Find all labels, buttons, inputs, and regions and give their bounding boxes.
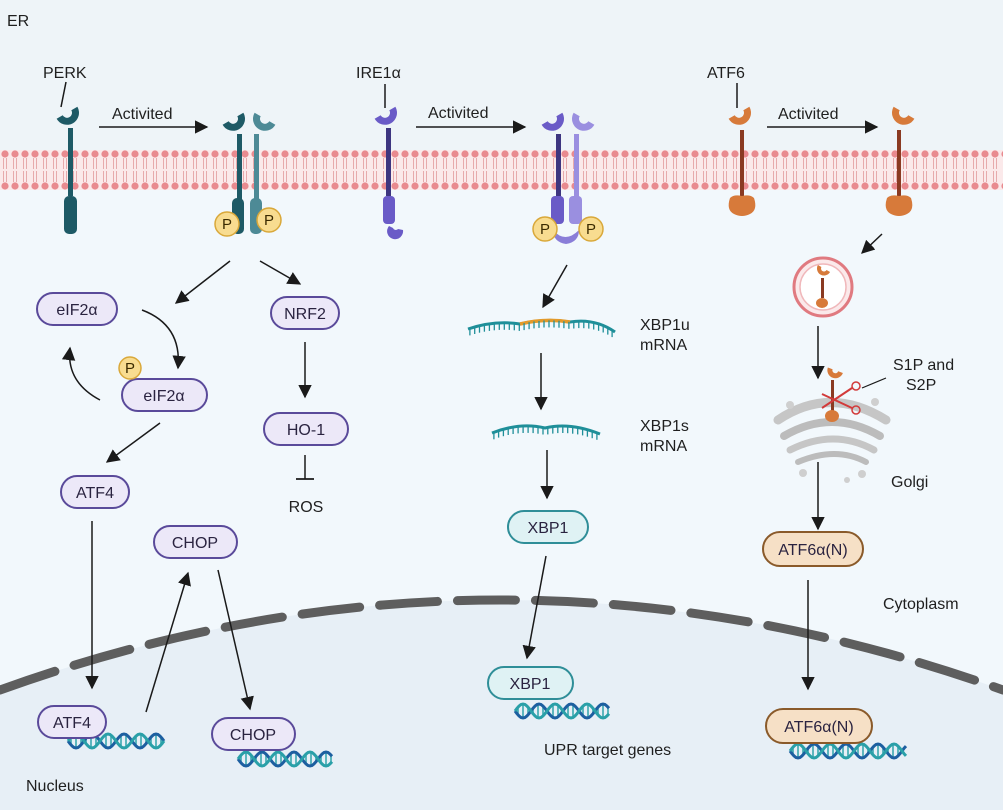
nrf2-node: NRF2 [270,296,340,330]
svg-text:P: P [125,360,135,377]
svg-text:NRF2: NRF2 [284,306,326,323]
eif2a-phosphate: P [118,356,142,380]
svg-text:CHOP: CHOP [172,535,218,552]
ire1-label: IRE1α [356,65,401,82]
proteases-label-line2: S2P [906,377,936,394]
svg-text:P: P [264,212,274,229]
svg-text:HO-1: HO-1 [287,422,325,439]
svg-text:P: P [586,221,596,238]
atf6n-nucleus-node: ATF6α(N) [765,708,873,744]
atf6-cleavage-icon [821,367,861,422]
ire1-phosphate-right: P [578,216,604,242]
perk-sensor-inactive [56,81,79,234]
er-membrane [0,150,1003,190]
protease-callout-line [861,377,887,389]
dna-atf6n-icon [788,742,908,760]
ho1-node: HO-1 [263,412,349,446]
proteases-label-line1: S1P and [893,357,954,374]
svg-text:P: P [540,221,550,238]
ire1-phosphate-left: P [532,216,558,242]
atf4-nucleus-node: ATF4 [37,705,107,739]
xbp1-node: XBP1 [507,510,589,544]
svg-text:XBP1: XBP1 [528,520,569,537]
xbp1u-label-line1: XBP1u [640,317,690,334]
atf6-sensor-inactive [728,83,756,216]
perk-label: PERK [43,65,87,82]
upr-target-genes-label: UPR target genes [544,742,671,759]
golgi-label: Golgi [891,474,928,491]
chop-node: CHOP [153,525,238,559]
atf4-to-chop-arrow [145,571,191,713]
svg-text:eIF2α: eIF2α [143,388,184,405]
eif2a-to-atf4-arrow [105,422,161,463]
svg-text:XBP1: XBP1 [510,676,551,693]
svg-text:eIF2α: eIF2α [56,302,97,319]
svg-text:ATF4: ATF4 [53,715,91,732]
ire1-dimer-active [541,112,595,244]
er-lumen-background [0,0,1003,152]
xbp1s-label-line1: XBP1s [640,418,689,435]
atf6-activation-label: Activited [778,106,838,123]
nucleus-label: Nucleus [26,778,84,795]
perk-phosphate-right: P [256,207,282,233]
atf6n-node: ATF6α(N) [762,531,864,567]
transport-vesicle-icon [792,256,854,318]
dna-xbp1-icon [513,702,611,720]
svg-text:CHOP: CHOP [230,727,276,744]
xbp1-to-nucleus-arrow [522,555,547,660]
ire1-sensor-inactive [374,84,404,240]
ire1-to-xbp1u-arrow [542,264,568,309]
xbp1-nucleus-node: XBP1 [487,666,574,700]
perk-activation-label: Activited [112,106,172,123]
svg-text:ATF6α(N): ATF6α(N) [778,542,847,559]
eif2a-phospho-node: eIF2α [121,378,208,412]
ho1-inhibits-ros [296,455,314,480]
atf6-to-vesicle-arrow [861,233,883,254]
nuclear-envelope [0,595,1003,695]
perk-phosphate-left: P [214,211,240,237]
svg-text:ATF4: ATF4 [76,485,114,502]
eif2a-phosphorylation-arrow [141,309,186,370]
eif2a-node: eIF2α [36,292,118,326]
svg-text:P: P [222,216,232,233]
xbp1u-label-line2: mRNA [640,337,687,354]
perk-to-nrf2-arrow [259,260,302,285]
chop-to-nucleus-arrow [217,569,254,711]
atf6-sensor-active [885,106,915,216]
ire1-activation-label: Activited [428,105,488,122]
xbp1s-label-line2: mRNA [640,438,687,455]
xbp1u-mrna-icon [467,318,616,338]
er-label: ER [7,13,29,30]
atf6-label: ATF6 [707,65,745,82]
dna-atf4-icon [66,732,166,750]
chop-nucleus-node: CHOP [211,717,296,751]
ros-label: ROS [289,499,324,516]
eif2a-recycle-arrow [61,346,101,401]
xbp1s-mrna-icon [491,424,601,440]
svg-text:ATF6α(N): ATF6α(N) [784,719,853,736]
perk-to-eif2a-arrow [174,260,231,304]
cytoplasm-label: Cytoplasm [883,596,959,613]
atf4-node: ATF4 [60,475,130,509]
dna-chop-icon [236,750,334,768]
